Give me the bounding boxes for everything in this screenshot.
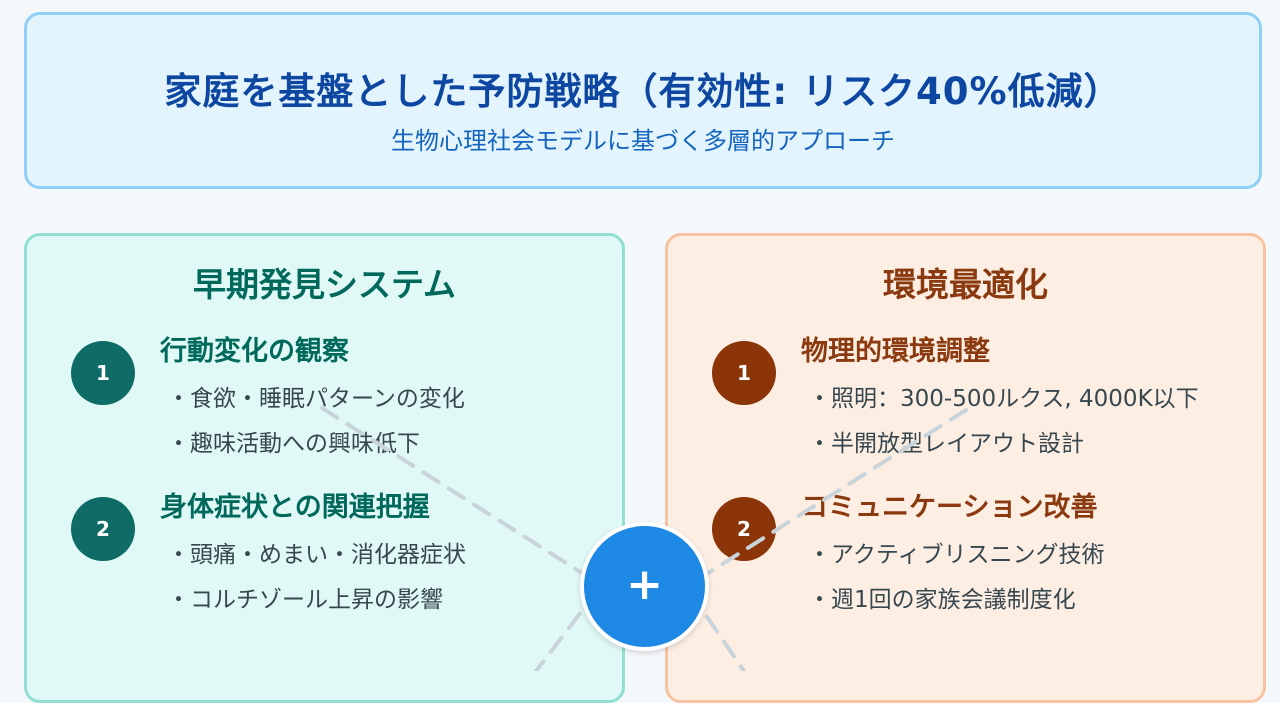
item-bullet: ・週1回の家族会議制度化 — [808, 587, 1076, 613]
step-number-badge: 2 — [71, 497, 135, 561]
item-bullet: ・食欲・睡眠パターンの変化 — [167, 386, 465, 412]
item-title: 行動変化の観察 — [160, 336, 349, 367]
step-number-badge: 1 — [712, 341, 776, 405]
page-subtitle: 生物心理社会モデルに基づく多層的アプローチ — [391, 127, 895, 155]
panel-title: 早期発見システム — [192, 265, 456, 304]
early-detection-panel: 早期発見システム 1 行動変化の観察 ・食欲・睡眠パターンの変化 ・趣味活動への… — [24, 233, 625, 703]
plus-icon: + — [626, 559, 663, 610]
item-bullet: ・照明：300-500ルクス, 4000K以下 — [808, 386, 1199, 412]
panel-title: 環境最適化 — [883, 265, 1048, 304]
center-plus-node: + — [580, 522, 709, 651]
environment-optimization-panel: 環境最適化 1 物理的環境調整 ・照明：300-500ルクス, 4000K以下 … — [665, 233, 1266, 703]
item-bullet: ・コルチゾール上昇の影響 — [167, 587, 443, 613]
item-title: コミュニケーション改善 — [801, 492, 1098, 523]
item-title: 物理的環境調整 — [801, 336, 990, 367]
item-bullet: ・頭痛・めまい・消化器症状 — [167, 542, 466, 568]
header-banner: 家庭を基盤とした予防戦略（有効性: リスク40%低減） 生物心理社会モデルに基づ… — [24, 12, 1262, 189]
item-title: 身体症状との関連把握 — [160, 492, 430, 523]
page-title: 家庭を基盤とした予防戦略（有効性: リスク40%低減） — [164, 70, 1122, 113]
item-bullet: ・アクティブリスニング技術 — [808, 542, 1105, 568]
item-bullet: ・趣味活動への興味低下 — [167, 431, 420, 457]
step-number-badge: 2 — [712, 497, 776, 561]
step-number-badge: 1 — [71, 341, 135, 405]
item-bullet: ・半開放型レイアウト設計 — [808, 431, 1084, 457]
